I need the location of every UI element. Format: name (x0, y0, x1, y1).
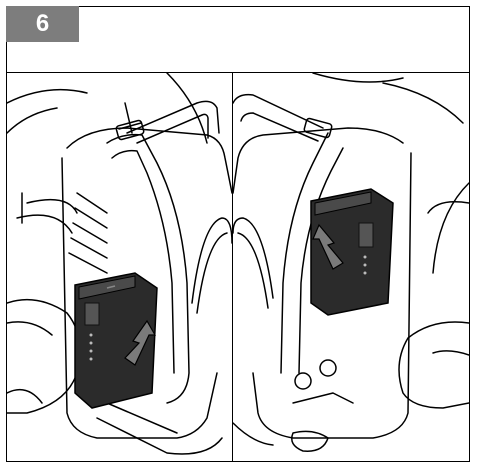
step-number-badge: 6 (6, 6, 79, 42)
insert-battery-illustration (7, 73, 232, 455)
battery-pack (74, 272, 158, 409)
battery-pack (310, 188, 394, 316)
remove-battery-illustration (233, 73, 469, 452)
panel-divider (232, 72, 233, 462)
header-divider (6, 72, 470, 73)
remove-direction-arrow (312, 223, 344, 270)
insert-direction-arrow (124, 319, 157, 366)
